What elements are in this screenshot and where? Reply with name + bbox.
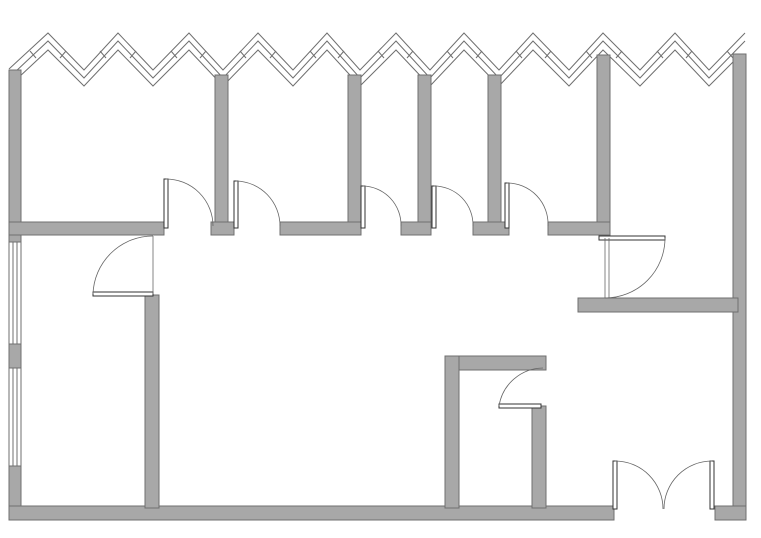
- partition-3: [417, 74, 432, 236]
- west-wall-upper: [8, 69, 22, 243]
- door-inner-room: [498, 367, 544, 409]
- door-east-room: [598, 235, 666, 299]
- west-window-upper: [8, 241, 22, 345]
- corridor-wall-a: [8, 221, 165, 236]
- door-office-1: [163, 178, 214, 229]
- corridor-wall-d: [400, 221, 432, 236]
- partition-2: [347, 74, 362, 236]
- west-window-lower: [8, 367, 22, 467]
- west-wall-mid: [8, 343, 22, 369]
- corridor-wall-f: [547, 221, 611, 236]
- east-wall: [732, 53, 747, 521]
- corridor-wall-b: [210, 221, 235, 236]
- corridor-wall-c: [279, 221, 362, 236]
- partition-4: [487, 74, 502, 236]
- inner-room-north: [444, 355, 547, 371]
- door-office-5: [504, 182, 549, 229]
- corridor-wall-e: [472, 221, 510, 236]
- inner-room-west: [444, 355, 460, 509]
- door-west-office: [92, 235, 154, 297]
- east-room-wall: [577, 297, 739, 313]
- entrance-double-door: [612, 460, 715, 510]
- door-office-4: [431, 185, 474, 229]
- inner-room-east: [531, 405, 547, 509]
- exterior-walls: [8, 53, 747, 521]
- partition-5: [596, 54, 611, 236]
- south-wall-west: [8, 505, 615, 521]
- south-wall-east: [714, 505, 747, 521]
- partition-1: [214, 74, 229, 236]
- door-office-3: [360, 185, 402, 229]
- door-office-2: [233, 180, 281, 229]
- interior-walls: [8, 54, 739, 509]
- west-room-wall: [144, 294, 160, 509]
- zigzag-facade-window: [8, 32, 747, 87]
